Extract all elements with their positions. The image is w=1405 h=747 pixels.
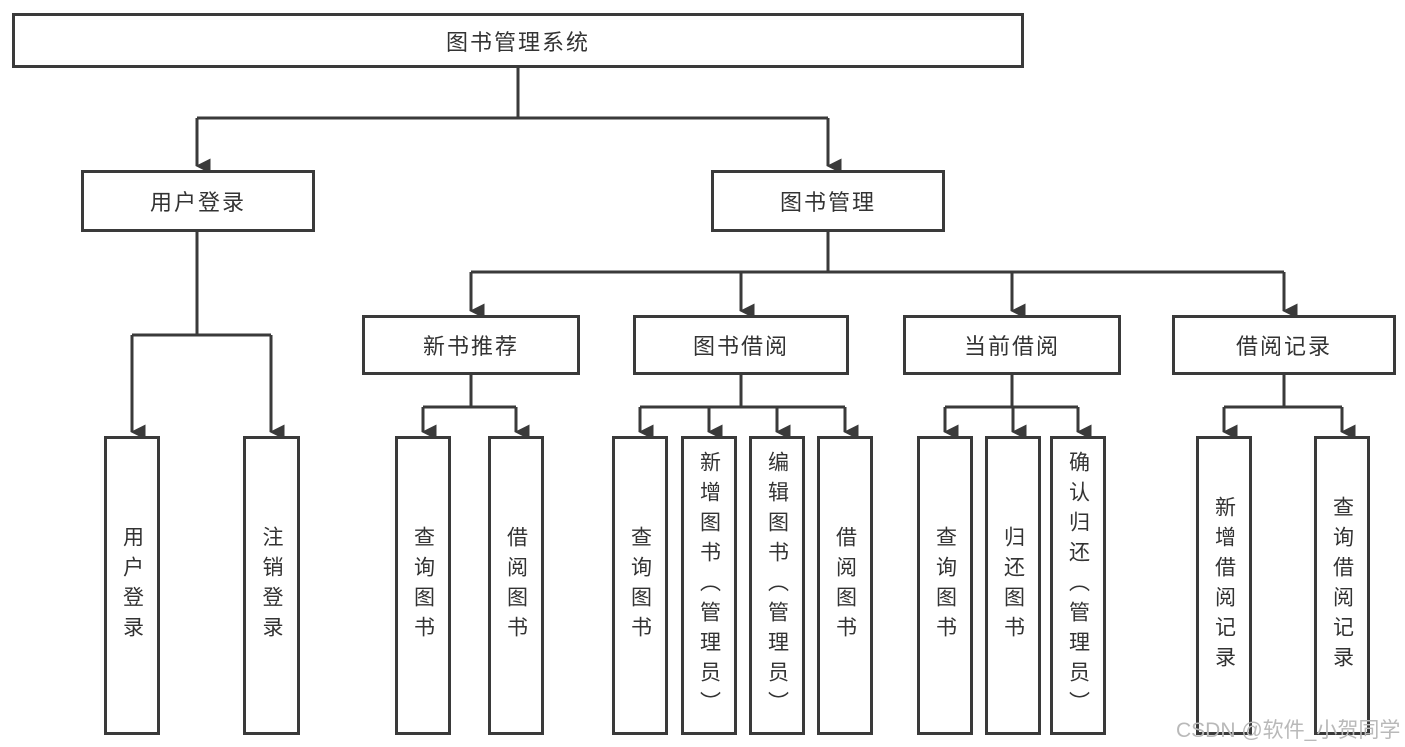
- node-user-login-branch: 用户登录: [81, 170, 315, 232]
- node-library-management-system: 图书管理系统: [12, 13, 1024, 68]
- node-label: 查询图书: [933, 525, 957, 646]
- node-label: 归还图书: [1001, 525, 1025, 646]
- node-label: 查询图书: [628, 525, 652, 646]
- leaf-add-books-admin: 新增图书（管理员）: [681, 436, 737, 735]
- leaf-confirm-return-admin: 确认归还（管理员）: [1050, 436, 1106, 735]
- node-label: 借阅图书: [504, 525, 528, 646]
- node-label: 确认归还（管理员）: [1066, 450, 1090, 721]
- node-label: 新增借阅记录: [1212, 495, 1236, 676]
- node-label: 编辑图书（管理员）: [765, 450, 789, 721]
- leaf-query-borrow-record: 查询借阅记录: [1314, 436, 1370, 735]
- node-label: 图书管理: [779, 190, 876, 215]
- node-label: 注销登录: [260, 525, 283, 646]
- node-label: 新增图书（管理员）: [697, 450, 721, 721]
- leaf-query-books-2: 查询图书: [612, 436, 668, 735]
- csdn-watermark: CSDN @软件_小贺同学: [1176, 719, 1401, 742]
- node-label: 新书推荐: [422, 334, 519, 359]
- leaf-query-books-3: 查询图书: [917, 436, 973, 735]
- node-label: 当前借阅: [963, 334, 1060, 359]
- leaf-query-books-1: 查询图书: [395, 436, 451, 735]
- leaf-add-borrow-record: 新增借阅记录: [1196, 436, 1252, 735]
- leaf-edit-books-admin: 编辑图书（管理员）: [749, 436, 805, 735]
- node-label: 借阅记录: [1235, 334, 1332, 359]
- leaf-user-login: 用户登录: [104, 436, 160, 735]
- node-label: 查询借阅记录: [1330, 495, 1354, 676]
- node-new-book-recommendation: 新书推荐: [362, 315, 580, 375]
- node-label: 用户登录: [120, 525, 144, 646]
- node-label: 图书借阅: [692, 334, 789, 359]
- node-label: 查询图书: [411, 525, 435, 646]
- node-current-borrowing: 当前借阅: [903, 315, 1121, 375]
- leaf-return-books: 归还图书: [985, 436, 1041, 735]
- leaf-borrow-books-1: 借阅图书: [488, 436, 544, 735]
- node-book-borrowing: 图书借阅: [633, 315, 849, 375]
- leaf-logout: 注销登录: [243, 436, 300, 735]
- node-book-management-branch: 图书管理: [711, 170, 945, 232]
- node-label: 图书管理系统: [445, 29, 590, 55]
- leaf-borrow-books-2: 借阅图书: [817, 436, 873, 735]
- node-borrowing-records: 借阅记录: [1172, 315, 1396, 375]
- node-label: 用户登录: [149, 190, 246, 215]
- node-label: 借阅图书: [833, 525, 857, 646]
